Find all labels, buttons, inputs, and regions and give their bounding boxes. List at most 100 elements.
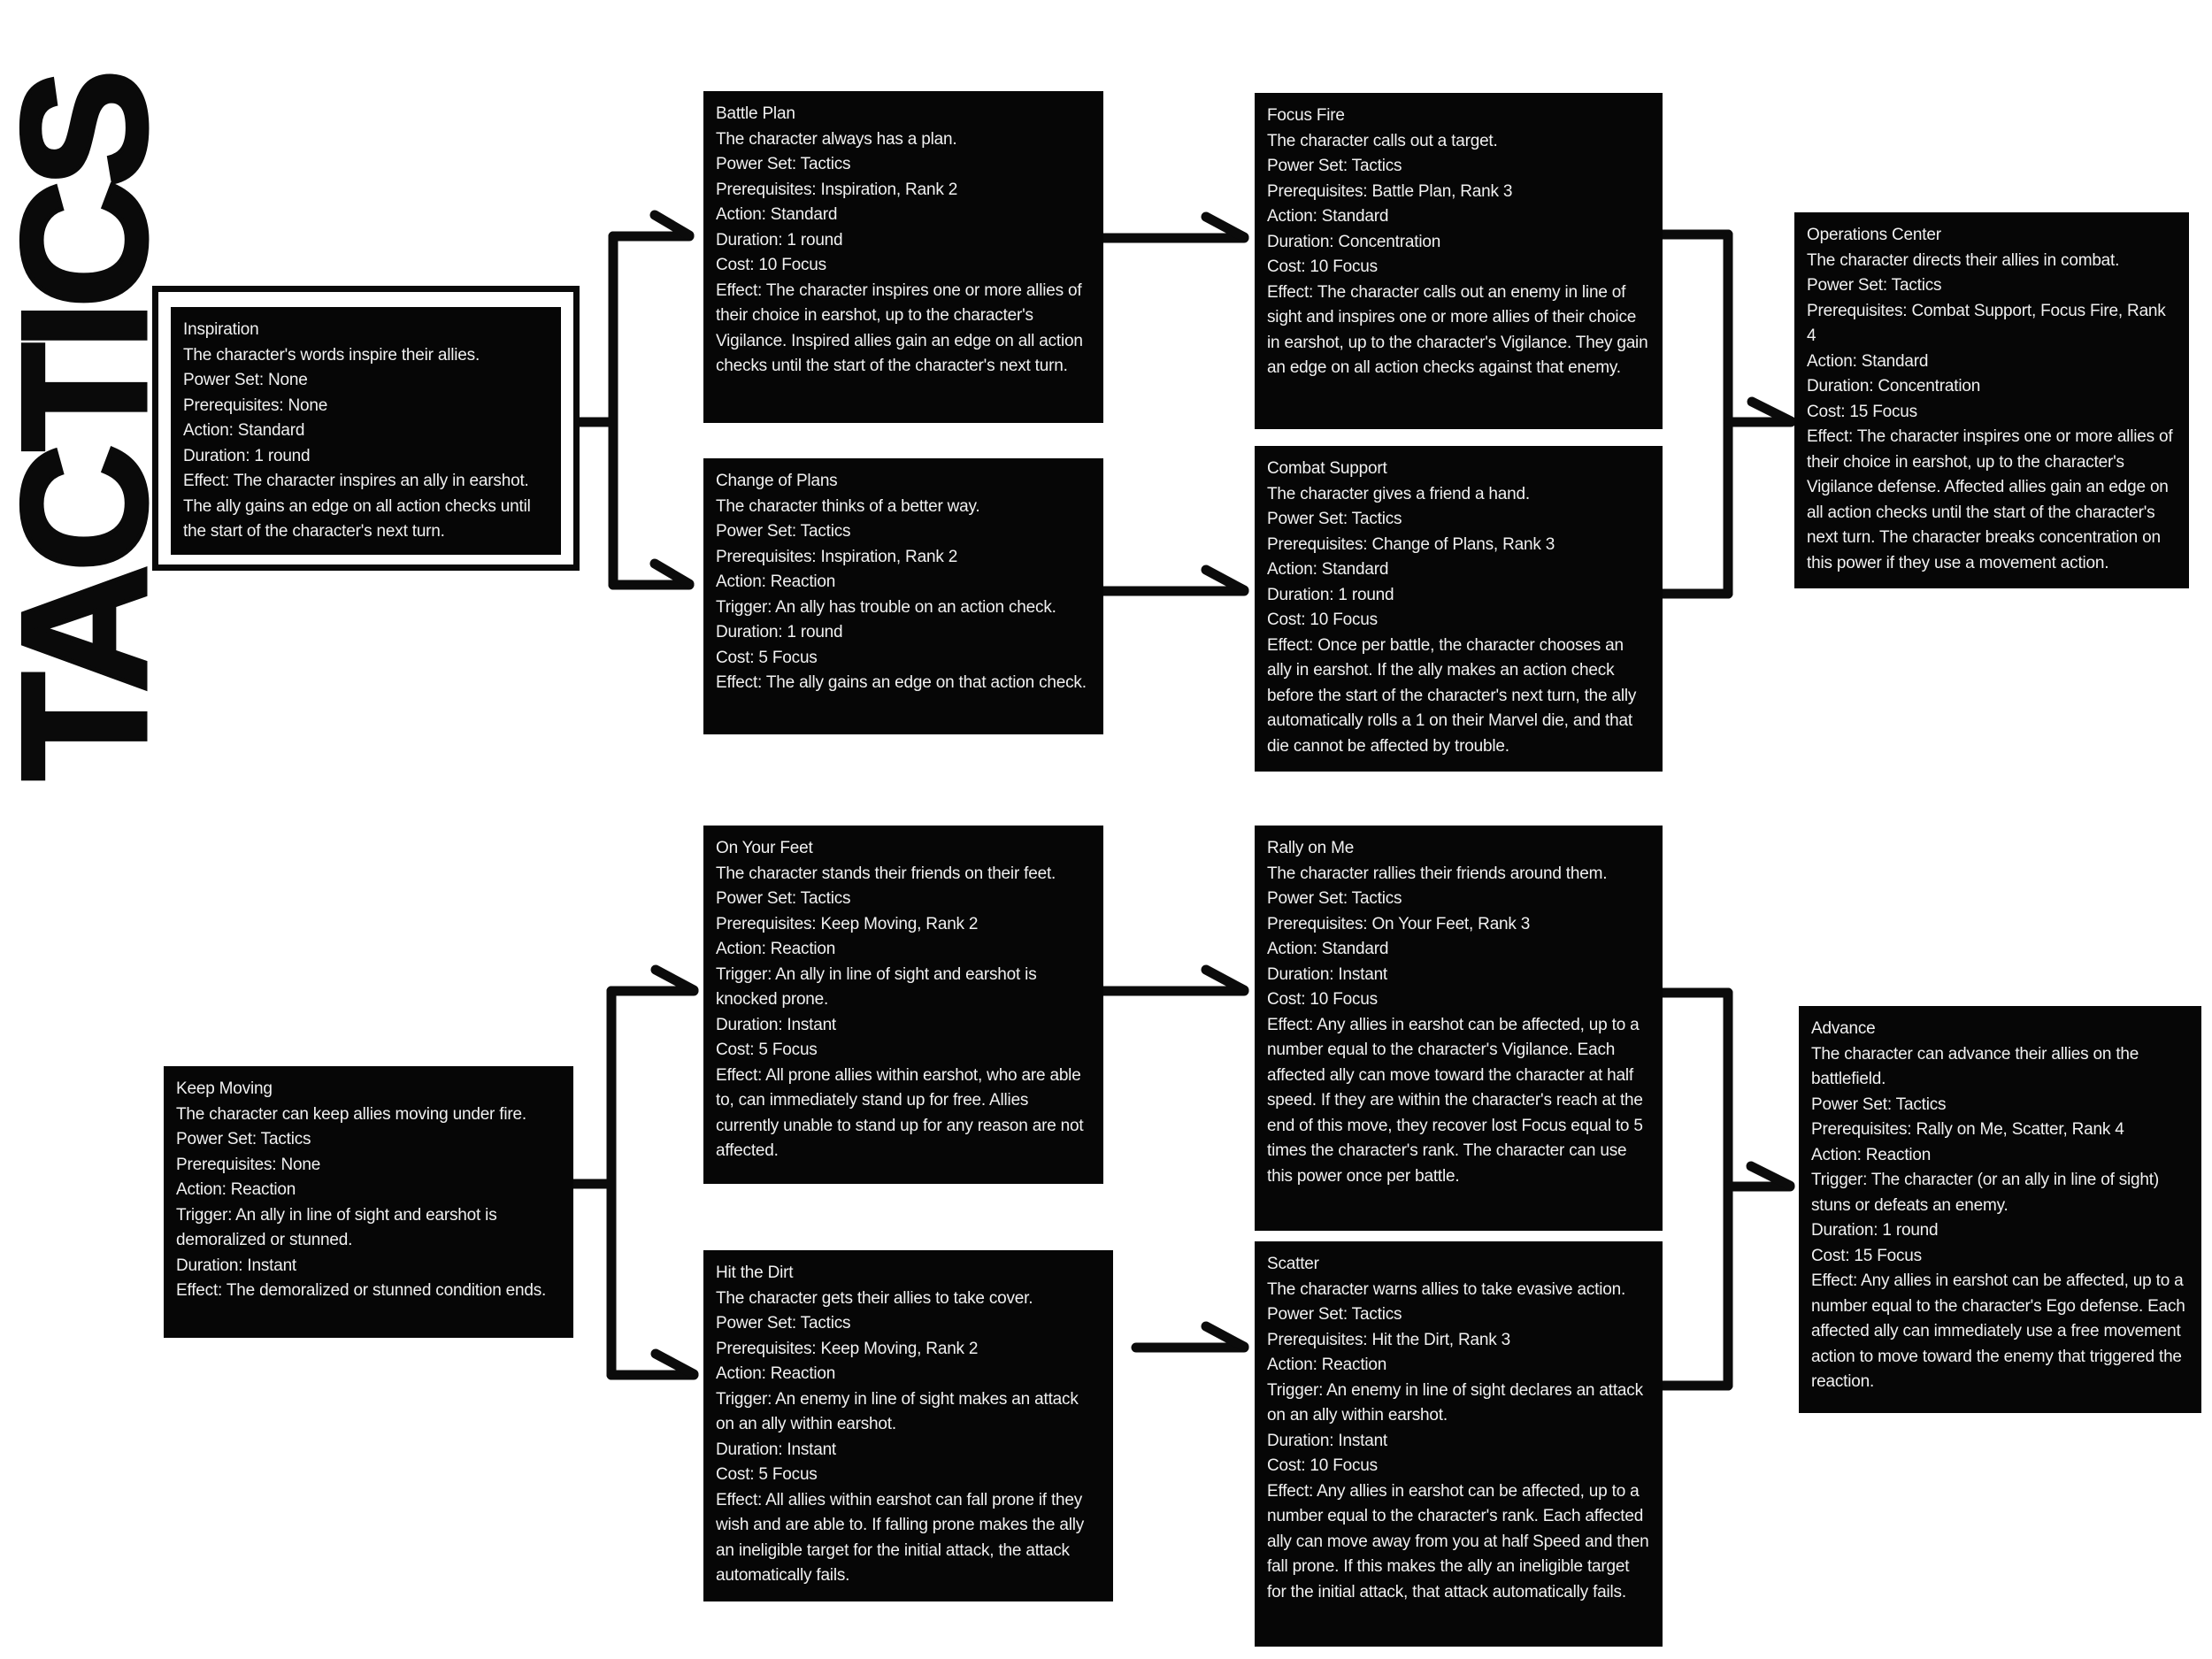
connector-on-your-feet-to-rally-on-me	[1094, 964, 1249, 996]
card-field-line: Action: Reaction	[716, 572, 836, 591]
card-field-line: The character always has a plan.	[716, 129, 957, 149]
card-field-line: Prerequisites: Rally on Me, Scatter, Ran…	[1811, 1120, 2124, 1139]
card-field-line: Trigger: The character (or an ally in li…	[1811, 1171, 2159, 1215]
power-card-title: Combat Support	[1267, 459, 1387, 478]
power-card-on-your-feet[interactable]: On Your Feet The character stands their …	[703, 826, 1103, 1184]
card-field-line: Duration: Concentration	[1807, 377, 1981, 396]
card-field-line: Action: Standard	[716, 205, 838, 224]
card-field-line: Duration: 1 round	[183, 446, 311, 465]
card-field-line: Prerequisites: Hit the Dirt, Rank 3	[1267, 1330, 1510, 1349]
connector-inspiration-to-battle-plan-and-change-of-plans	[574, 210, 695, 590]
selection-outline-inspiration: Inspiration The character's words inspir…	[152, 286, 580, 571]
card-field-line: Effect: All prone allies within earshot,…	[716, 1065, 1084, 1161]
card-field-line: Trigger: An ally in line of sight and ea…	[176, 1205, 497, 1250]
card-field-line: Power Set: Tactics	[716, 1314, 851, 1333]
card-field-line: Effect: Any allies in earshot can be aff…	[1267, 1481, 1649, 1601]
power-card-combat-support[interactable]: Combat Support The character gives a fri…	[1255, 446, 1663, 772]
power-card-fields: The character always has a plan. Power Se…	[716, 127, 1091, 380]
card-field-line: Duration: Instant	[716, 1015, 837, 1034]
card-field-line: Effect: The character inspires one or mo…	[1807, 427, 2173, 572]
card-field-line: Cost: 10 Focus	[1267, 611, 1378, 629]
card-field-line: The character's words inspire their alli…	[183, 345, 480, 365]
card-field-line: Power Set: Tactics	[1267, 889, 1402, 908]
card-field-line: Action: Reaction	[716, 940, 836, 958]
card-field-line: Power Set: Tactics	[716, 155, 851, 173]
card-field-line: Prerequisites: Combat Support, Focus Fir…	[1807, 301, 2166, 346]
card-field-line: The character thinks of a better way.	[716, 496, 980, 516]
connector-hit-the-dirt-to-scatter	[1131, 1321, 1249, 1353]
card-field-line: Prerequisites: None	[183, 396, 328, 415]
connector-battle-plan-to-focus-fire	[1097, 211, 1249, 243]
connector-focus-fire-combat-support-to-operations-center	[1657, 229, 1796, 599]
card-field-line: Duration: 1 round	[1267, 585, 1394, 604]
card-field-line: Prerequisites: Change of Plans, Rank 3	[1267, 534, 1555, 554]
card-field-line: Prerequisites: Battle Plan, Rank 3	[1267, 181, 1513, 201]
power-card-fields: The character stands their friends on th…	[716, 862, 1091, 1164]
power-card-title: Focus Fire	[1267, 106, 1345, 125]
card-field-line: Power Set: Tactics	[1267, 1305, 1402, 1324]
card-field-line: Effect: Any allies in earshot can be aff…	[1811, 1271, 2185, 1391]
card-field-line: Cost: 10 Focus	[1267, 990, 1378, 1009]
power-card-inspiration[interactable]: Inspiration The character's words inspir…	[171, 307, 561, 555]
card-field-line: Power Set: Tactics	[1807, 276, 1942, 295]
card-field-line: The character gets their allies to take …	[716, 1288, 1033, 1308]
card-field-line: Effect: The ally gains an edge on that a…	[716, 673, 1087, 692]
power-card-title: Scatter	[1267, 1255, 1319, 1273]
power-card-advance[interactable]: Advance The character can advance their …	[1799, 1006, 2201, 1413]
connector-change-of-plans-to-combat-support	[1097, 565, 1249, 596]
card-field-line: Action: Standard	[1807, 351, 1929, 371]
card-field-line: Duration: 1 round	[716, 623, 843, 641]
card-field-line: Duration: 1 round	[1811, 1221, 1939, 1240]
power-card-title: Inspiration	[183, 320, 259, 339]
card-field-line: The character can keep allies moving und…	[176, 1104, 526, 1124]
power-card-fields: The character directs their allies in co…	[1807, 249, 2177, 577]
power-card-title: Advance	[1811, 1019, 1876, 1038]
power-card-fields: The character gets their allies to take …	[716, 1286, 1101, 1589]
card-field-line: The character warns allies to take evasi…	[1267, 1279, 1626, 1299]
power-card-keep-moving[interactable]: Keep Moving The character can keep allie…	[164, 1066, 573, 1338]
card-field-line: Prerequisites: None	[176, 1155, 321, 1174]
card-field-line: Power Set: Tactics	[716, 889, 851, 908]
card-field-line: Prerequisites: On Your Feet, Rank 3	[1267, 914, 1531, 933]
card-field-line: Cost: 10 Focus	[716, 256, 826, 274]
card-field-line: The character rallies their friends arou…	[1267, 864, 1608, 883]
card-field-line: Trigger: An ally has trouble on an actio…	[716, 597, 1056, 617]
power-card-fields: The character can advance their allies o…	[1811, 1042, 2189, 1395]
card-field-line: Trigger: An enemy in line of sight makes…	[716, 1389, 1079, 1434]
power-card-operations-center[interactable]: Operations Center The character directs …	[1794, 212, 2189, 588]
card-field-line: The character calls out a target.	[1267, 131, 1498, 150]
card-field-line: Power Set: Tactics	[176, 1130, 311, 1148]
power-card-change-of-plans[interactable]: Change of Plans The character thinks of …	[703, 458, 1103, 734]
card-field-line: Duration: Concentration	[1267, 232, 1441, 251]
card-field-line: Cost: 10 Focus	[1267, 257, 1378, 276]
power-card-hit-the-dirt[interactable]: Hit the Dirt The character gets their al…	[703, 1250, 1113, 1601]
card-field-line: Effect: The character calls out an enemy…	[1267, 282, 1648, 378]
card-field-line: The character stands their friends on th…	[716, 864, 1056, 883]
power-card-focus-fire[interactable]: Focus Fire The character calls out a tar…	[1255, 93, 1663, 429]
power-card-rally-on-me[interactable]: Rally on Me The character rallies their …	[1255, 826, 1663, 1231]
card-field-line: Action: Reaction	[176, 1180, 296, 1199]
card-field-line: Duration: Instant	[1267, 964, 1388, 984]
connector-rally-on-me-scatter-to-advance	[1657, 987, 1795, 1391]
card-field-line: Action: Reaction	[1267, 1356, 1387, 1374]
power-card-fields: The character rallies their friends arou…	[1267, 862, 1650, 1190]
card-field-line: Cost: 5 Focus	[716, 1041, 818, 1059]
power-card-battle-plan[interactable]: Battle Plan The character always has a p…	[703, 91, 1103, 423]
power-card-fields: The character calls out a target.Power S…	[1267, 129, 1650, 381]
card-field-line: Action: Reaction	[1811, 1145, 1932, 1164]
card-field-line: Action: Standard	[1267, 940, 1389, 958]
card-field-line: Effect: Once per battle, the character c…	[1267, 635, 1637, 756]
card-field-line: Action: Standard	[183, 421, 305, 440]
power-card-fields: The character can keep allies moving und…	[176, 1102, 561, 1304]
card-field-line: Duration: Instant	[1267, 1431, 1388, 1450]
power-card-title: Hit the Dirt	[716, 1263, 794, 1282]
card-field-line: Power Set: Tactics	[1811, 1094, 1947, 1114]
card-field-line: Duration: 1 round	[716, 230, 843, 250]
power-card-scatter[interactable]: Scatter The character warns allies to ta…	[1255, 1241, 1663, 1647]
card-field-line: Prerequisites: Keep Moving, Rank 2	[716, 1339, 979, 1358]
power-card-title: Battle Plan	[716, 104, 795, 123]
power-card-title: Change of Plans	[716, 472, 838, 490]
power-card-title: Operations Center	[1807, 226, 1941, 244]
